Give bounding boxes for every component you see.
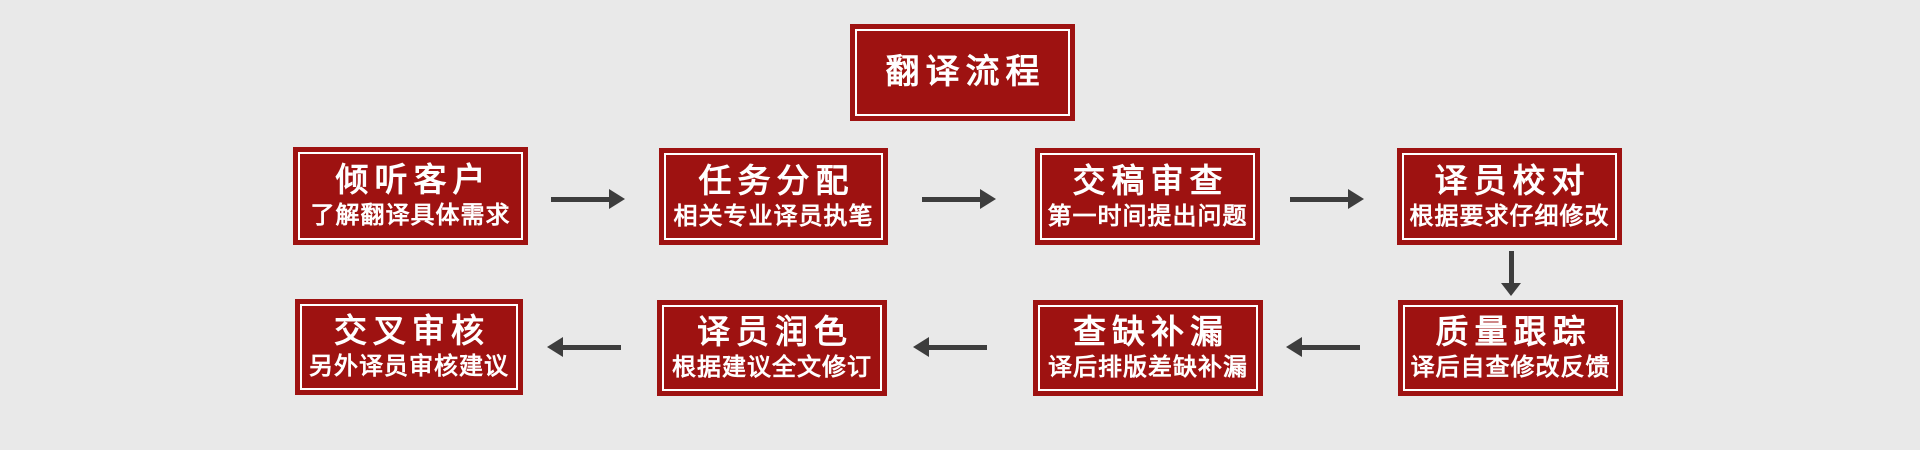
flow-step-subtitle: 另外译员审核建议 [309, 353, 509, 381]
arrow-head [547, 337, 563, 357]
flow-step-title: 交稿审查 [1072, 161, 1229, 199]
arrow-shaft [1302, 344, 1360, 350]
flow-step-translator-proofread: 译员校对 根据要求仔细修改 [1397, 148, 1622, 245]
flow-step-listen-client: 倾听客户 了解翻译具体需求 [293, 147, 528, 245]
flow-step-subtitle: 相关专业译员执笔 [673, 202, 874, 230]
flow-step-title: 倾听客户 [335, 161, 492, 199]
arrow-down-icon [1500, 251, 1522, 296]
flow-step-subtitle: 第一时间提出问题 [1047, 202, 1248, 230]
flow-step-title: 质量跟踪 [1435, 313, 1592, 351]
arrow-head [609, 189, 625, 209]
flow-step-quality-tracking: 质量跟踪 译后自查修改反馈 [1398, 300, 1623, 396]
flow-step-subtitle: 了解翻译具体需求 [310, 202, 511, 230]
flow-step-frame: 译员润色 根据建议全文修订 [662, 305, 882, 391]
flow-step-draft-review: 交稿审查 第一时间提出问题 [1035, 148, 1260, 245]
page-title: 翻译流程 [885, 52, 1046, 91]
flow-step-frame: 质量跟踪 译后自查修改反馈 [1403, 305, 1618, 391]
flow-step-frame: 译员校对 根据要求仔细修改 [1402, 153, 1617, 240]
flow-step-task-assignment: 任务分配 相关专业译员执笔 [659, 148, 888, 245]
arrow-right-icon [922, 189, 996, 209]
arrow-left-icon [1286, 337, 1360, 357]
arrow-left-icon [913, 337, 987, 357]
flow-step-title: 交叉审核 [334, 312, 490, 350]
flow-step-subtitle: 译后排版差缺补漏 [1048, 354, 1248, 382]
flow-step-subtitle: 根据要求仔细修改 [1409, 202, 1610, 230]
arrow-shaft [1290, 196, 1348, 202]
arrow-shaft [929, 344, 987, 350]
arrow-shaft [1508, 251, 1514, 283]
arrow-shaft [563, 344, 621, 350]
flow-step-frame: 任务分配 相关专业译员执笔 [664, 153, 883, 240]
arrow-head [1348, 189, 1364, 209]
arrow-head [980, 189, 996, 209]
flow-step-title: 任务分配 [698, 161, 855, 199]
arrow-shaft [551, 196, 609, 202]
flow-step-frame: 交稿审查 第一时间提出问题 [1040, 153, 1255, 240]
flow-step-subtitle: 译后自查修改反馈 [1410, 354, 1611, 382]
arrow-right-icon [551, 189, 625, 209]
flow-step-title: 查缺补漏 [1073, 313, 1229, 351]
arrow-shaft [922, 196, 980, 202]
flow-step-gap-check: 查缺补漏 译后排版差缺补漏 [1033, 300, 1263, 396]
flow-step-translator-polish: 译员润色 根据建议全文修订 [657, 300, 887, 396]
flowchart-title-box: 翻译流程 [850, 24, 1075, 121]
flow-step-frame: 交叉审核 另外译员审核建议 [300, 304, 518, 390]
flow-step-subtitle: 根据建议全文修订 [672, 354, 872, 382]
flowchart-title-frame: 翻译流程 [855, 29, 1070, 116]
arrow-head [1286, 337, 1302, 357]
arrow-head [1501, 283, 1521, 296]
flow-step-cross-review: 交叉审核 另外译员审核建议 [295, 299, 523, 395]
flow-step-title: 译员校对 [1434, 161, 1591, 199]
arrow-left-icon [547, 337, 621, 357]
arrow-right-icon [1290, 189, 1364, 209]
flow-step-frame: 查缺补漏 译后排版差缺补漏 [1038, 305, 1258, 391]
arrow-head [913, 337, 929, 357]
flow-step-frame: 倾听客户 了解翻译具体需求 [298, 152, 523, 240]
flow-step-title: 译员润色 [697, 313, 853, 351]
